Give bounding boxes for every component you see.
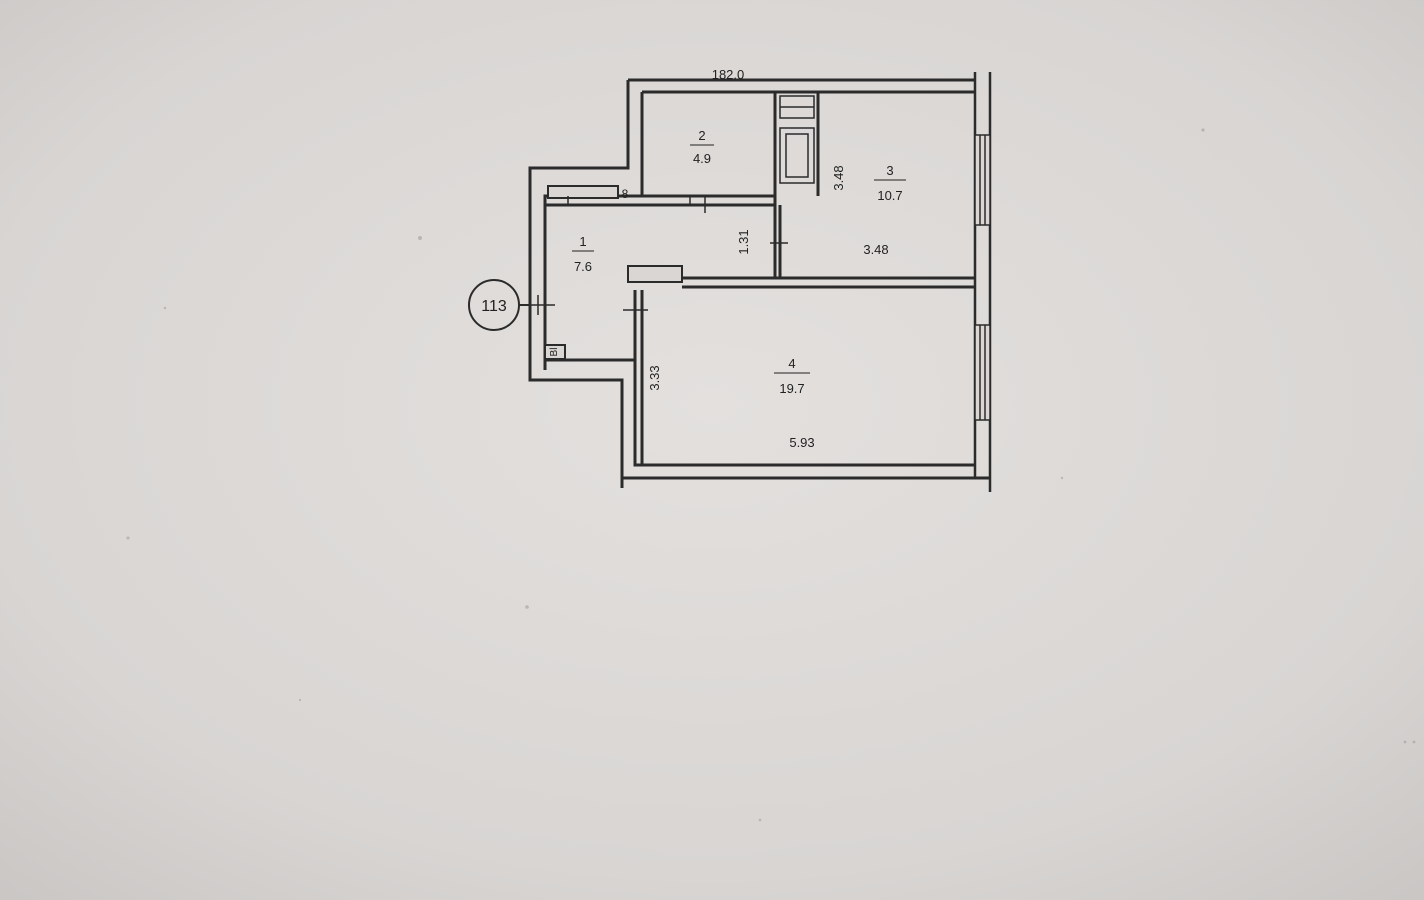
door-marks xyxy=(520,196,788,320)
room-1-area: 7.6 xyxy=(574,259,592,274)
room-2-area: 4.9 xyxy=(693,151,711,166)
paper-speckles xyxy=(126,128,1416,822)
room-2-number: 2 xyxy=(698,128,705,143)
room-3-label: 3 10.7 xyxy=(874,163,906,203)
room-1-number: 1 xyxy=(579,234,586,249)
small-mark-label: 8 xyxy=(622,187,629,201)
apartment-number: 113 xyxy=(481,298,507,315)
kitchen-height-dimension: 3.48 xyxy=(831,165,846,190)
room-2-label: 2 4.9 xyxy=(690,128,714,166)
room-4-area: 19.7 xyxy=(779,381,804,396)
kitchen-width-dimension: 3.48 xyxy=(863,242,888,257)
closet-elements xyxy=(544,185,683,360)
facade-windows xyxy=(974,134,991,421)
apartment-marker: 113 xyxy=(468,279,530,331)
room-4-label: 4 19.7 xyxy=(774,356,810,396)
hall-width-dimension: 1.31 xyxy=(736,229,751,254)
room-4-number: 4 xyxy=(788,356,795,371)
room-3-area: 10.7 xyxy=(877,188,902,203)
living-height-dimension: 3.33 xyxy=(647,365,662,390)
closet-mark-label: Bl xyxy=(549,348,560,357)
interior-partitions xyxy=(545,92,975,465)
living-width-dimension: 5.93 xyxy=(789,435,814,450)
top-dimension-label: 182.0 xyxy=(712,67,745,82)
room-3-number: 3 xyxy=(886,163,893,178)
room-1-label: 1 7.6 xyxy=(572,234,594,274)
bathroom-fixtures xyxy=(779,95,815,184)
